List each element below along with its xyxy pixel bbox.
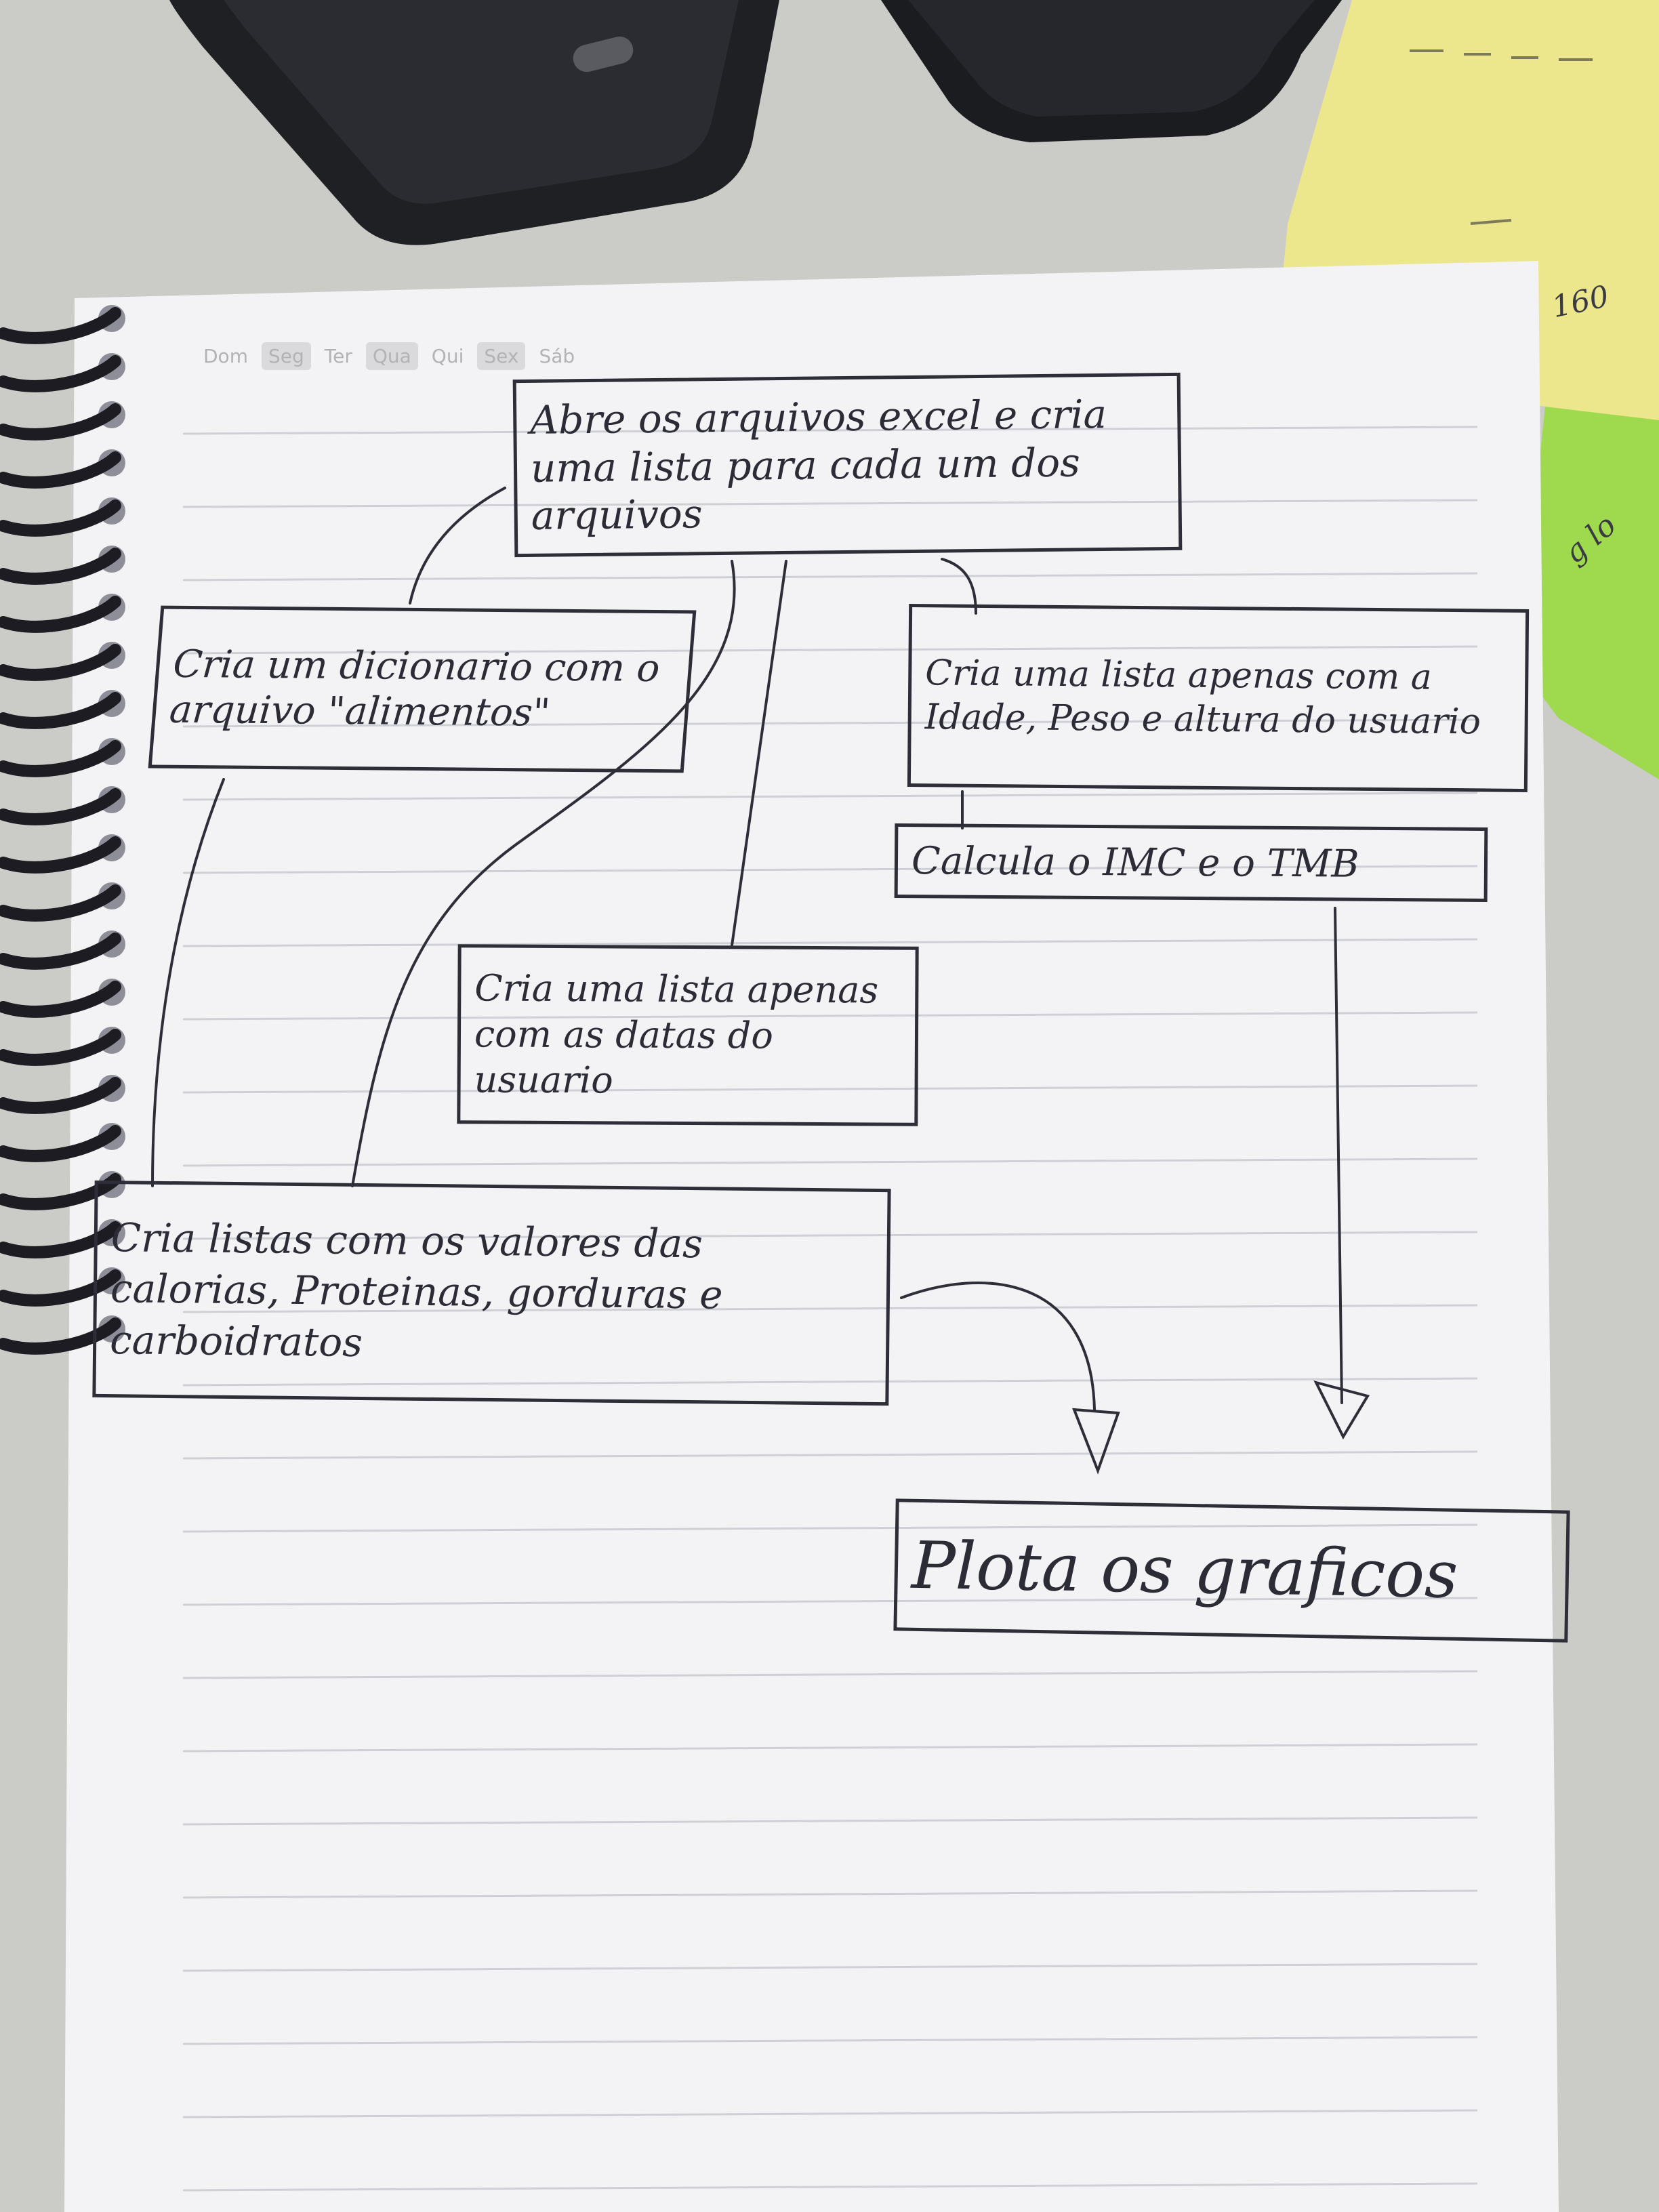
- phone-left: [169, 0, 779, 245]
- spiral-coil: [0, 690, 125, 729]
- node-calcula-imc-tmb: Calcula o IMC e o TMB: [894, 823, 1488, 903]
- node-listas-valores-nutricionais: Cria listas com os valores das calorias,…: [92, 1180, 891, 1406]
- spiral-coil: [0, 1315, 125, 1355]
- spiral-coil: [0, 1171, 125, 1210]
- ruled-line: [182, 426, 1478, 435]
- connector-dicionario-to-listas-valores: [151, 778, 225, 1187]
- weekday-seg: Seg: [261, 342, 311, 370]
- ruled-line: [182, 1743, 1478, 1753]
- weekday-qui: Qui: [431, 345, 464, 367]
- connector-abre-to-lista-idade: [941, 558, 977, 615]
- connector-abre-to-listas-valores: [351, 560, 736, 1187]
- notebook-page: [64, 261, 1559, 2212]
- spiral-coil: [0, 642, 125, 681]
- ruled-line: [182, 1670, 1478, 1679]
- spiral-coil: [0, 594, 125, 633]
- ruled-line: [182, 1597, 1478, 1606]
- spiral-binding: [0, 305, 125, 1355]
- spiral-coil: [0, 1075, 125, 1114]
- spiral-coil: [0, 497, 125, 537]
- ruled-line: [182, 1889, 1478, 1899]
- node-lista-datas: Cria uma lista apenas com as datas do us…: [457, 944, 919, 1126]
- node-listas-valores-text: Cria listas com os valores das calorias,…: [109, 1214, 723, 1366]
- spiral-coil: [0, 930, 125, 970]
- spiral-coil: [0, 882, 125, 922]
- node-calcula-text: Calcula o IMC e o TMB: [911, 838, 1359, 886]
- spiral-coil: [0, 1267, 125, 1307]
- ruled-line: [182, 1304, 1478, 1313]
- ruled-line: [182, 1158, 1478, 1167]
- ruled-line: [182, 718, 1478, 728]
- ruled-line: [182, 2182, 1478, 2192]
- node-plota-text: Plota os graficos: [911, 1527, 1459, 1613]
- node-cria-dicionario: Cria um dicionario com o arquivo "alimen…: [148, 605, 697, 773]
- weekday-qua: Qua: [365, 342, 418, 370]
- ruled-line: [182, 1450, 1478, 1460]
- ruled-line: [182, 1963, 1478, 1972]
- arrow-listas-valores-to-plota: [900, 1282, 1096, 1411]
- connector-abre-to-lista-datas: [731, 560, 787, 947]
- ruled-line: [182, 572, 1478, 581]
- weekday-header: Dom Seg Ter Qua Qui Sex Sáb: [197, 342, 581, 370]
- weekday-sex: Sex: [477, 342, 526, 370]
- spiral-coil: [0, 1027, 125, 1066]
- green-sticky-note: [1518, 407, 1659, 779]
- node-lista-idade-peso-altura: Cria uma lista apenas com a Idade, Peso …: [907, 604, 1530, 792]
- connector-abre-to-dicionario: [409, 487, 506, 605]
- arrow-calcula-to-plota: [1334, 907, 1343, 1404]
- node-abre-arquivos: Abre os arquivos excel e cria uma lista …: [512, 372, 1183, 558]
- spiral-coil: [0, 834, 125, 874]
- phone-right: [881, 0, 1342, 142]
- spiral-coil: [0, 401, 125, 441]
- node-lista-idade-text: Cria uma lista apenas com a Idade, Peso …: [924, 653, 1481, 743]
- node-plota-graficos: Plota os graficos: [893, 1498, 1570, 1643]
- spiral-coil: [0, 786, 125, 825]
- node-lista-datas-text: Cria uma lista apenas com as datas do us…: [474, 966, 879, 1102]
- arrowhead-calcula: [1313, 1380, 1370, 1440]
- spiral-coil: [0, 305, 125, 344]
- ruled-line: [182, 2109, 1478, 2118]
- spiral-coil: [0, 449, 125, 489]
- weekday-sab: Sáb: [539, 345, 575, 367]
- ruled-line: [182, 1523, 1478, 1533]
- spiral-coil: [0, 546, 125, 585]
- ruled-lines: [182, 426, 1478, 2192]
- node-abre-arquivos-text: Abre os arquivos excel e cria uma lista …: [529, 390, 1107, 539]
- node-cria-dicionario-text: Cria um dicionario com o arquivo "alimen…: [167, 642, 661, 735]
- ruled-line: [182, 1816, 1478, 1826]
- spiral-coil: [0, 1123, 125, 1162]
- spiral-coil: [0, 1219, 125, 1258]
- weekday-dom: Dom: [203, 345, 248, 367]
- ruled-line: [182, 499, 1478, 508]
- spiral-coil: [0, 353, 125, 392]
- ruled-line: [182, 2036, 1478, 2045]
- ruled-line: [182, 865, 1478, 874]
- ruled-line: [182, 1377, 1478, 1387]
- diagram-connectors: [151, 487, 1370, 1475]
- ruled-line: [182, 1011, 1478, 1021]
- ruled-line: [182, 792, 1478, 801]
- ruled-line: [182, 1084, 1478, 1094]
- ruled-line: [182, 645, 1478, 655]
- arrowhead-listas-valores: [1071, 1408, 1120, 1475]
- ruled-line: [182, 938, 1478, 947]
- spiral-coil: [0, 738, 125, 777]
- ruled-line: [182, 1231, 1478, 1240]
- weekday-ter: Ter: [324, 345, 352, 367]
- spiral-coil: [0, 979, 125, 1018]
